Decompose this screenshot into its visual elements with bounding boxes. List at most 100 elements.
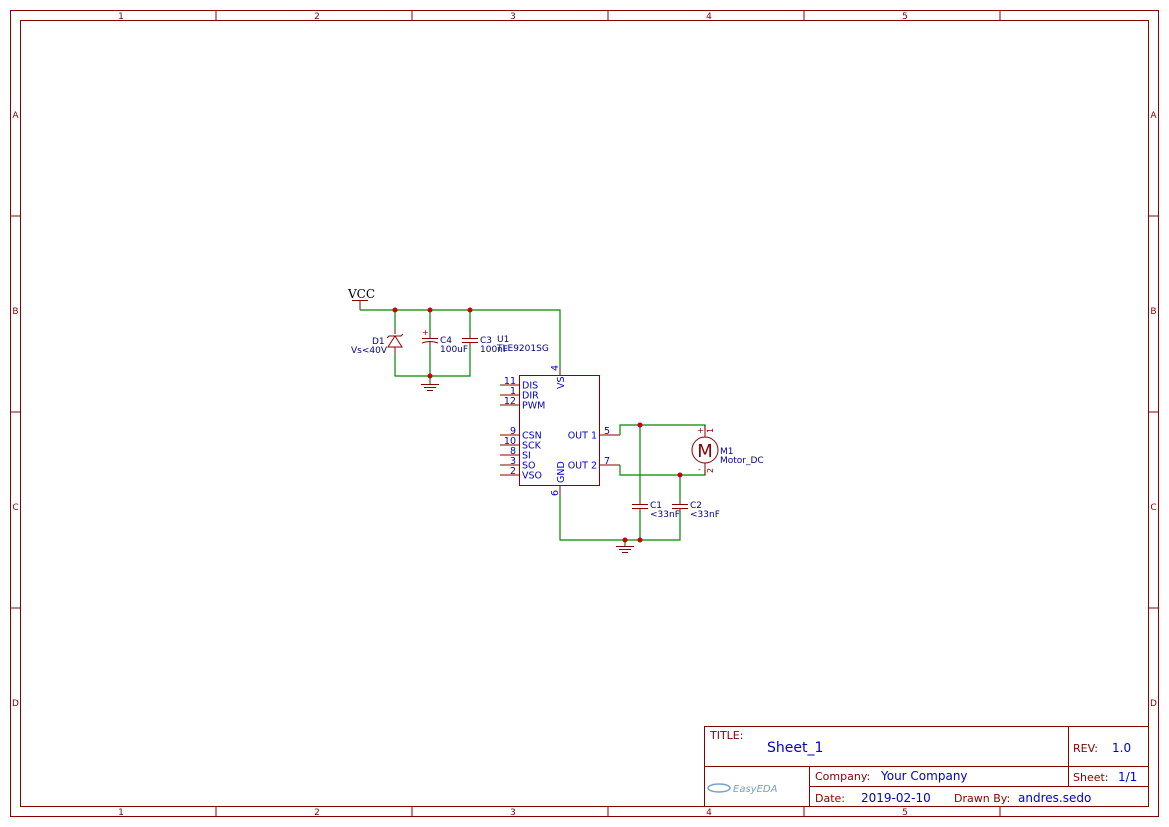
col-label: 3 bbox=[510, 808, 516, 818]
junction-dot bbox=[637, 422, 643, 428]
row-label: C bbox=[1150, 503, 1156, 513]
junction-dot bbox=[677, 472, 683, 478]
u1-pin-num: 3 bbox=[510, 456, 516, 467]
c4-capacitor[interactable]: + C4 100uF bbox=[421, 328, 468, 355]
title-value: Sheet_1 bbox=[767, 740, 823, 756]
vcc-rail-wires bbox=[360, 309, 561, 368]
u1-top-pin: 4 VS bbox=[550, 365, 567, 389]
rev-label: REV: bbox=[1073, 742, 1098, 755]
u1-pin-name: GND bbox=[556, 461, 567, 483]
c3-value: 100nF bbox=[480, 345, 508, 355]
m1-symbol: M bbox=[697, 441, 713, 462]
row-label: D bbox=[12, 699, 19, 709]
drawn-by-label: Drawn By: bbox=[954, 792, 1010, 805]
u1-pin-name: CSN bbox=[522, 431, 542, 442]
c2-capacitor[interactable]: C2 <33nF bbox=[672, 500, 720, 520]
u1-pin-name: VS bbox=[556, 376, 567, 389]
u1-ref: U1 bbox=[497, 335, 509, 345]
u1-pin-num: 1 bbox=[510, 386, 516, 397]
u1-pin-num: 8 bbox=[510, 446, 516, 457]
u1-pin-name: SI bbox=[522, 451, 531, 462]
u1-pin-name: DIR bbox=[522, 391, 539, 402]
u1-pin-name: SCK bbox=[522, 441, 542, 452]
date-value: 2019-02-10 bbox=[861, 791, 931, 805]
col-label: 3 bbox=[510, 12, 516, 22]
u1-bottom-pin: 6 GND bbox=[550, 461, 567, 496]
date-label: Date: bbox=[815, 792, 845, 805]
junction-dot bbox=[637, 537, 643, 543]
outer-border bbox=[10, 10, 1159, 817]
c3-ref: C3 bbox=[480, 336, 492, 346]
easyeda-logo: EasyEDA bbox=[707, 783, 778, 795]
m1-motor[interactable]: M + - 1 2 M1 Motor_DC bbox=[691, 425, 764, 475]
d1-zener-diode[interactable]: D1 Vs<40V bbox=[351, 330, 404, 356]
u1-pin-num: 2 bbox=[510, 466, 516, 477]
c3-capacitor[interactable]: C3 100nF bbox=[462, 334, 508, 355]
company-label: Company: bbox=[815, 770, 870, 783]
c4-ref: C4 bbox=[440, 336, 452, 346]
u1-pin-num: 11 bbox=[504, 376, 516, 387]
u1-pin-num: 12 bbox=[504, 396, 516, 407]
c2-ref: C2 bbox=[690, 501, 702, 511]
junction-dot bbox=[622, 537, 628, 543]
sheet-label: Sheet: bbox=[1073, 771, 1109, 784]
rev-value: 1.0 bbox=[1112, 741, 1131, 755]
u1-pin-name: OUT 1 bbox=[568, 431, 597, 442]
junction-dot bbox=[427, 373, 433, 379]
c1-value: <33nF bbox=[650, 510, 680, 520]
junction-dot bbox=[467, 307, 473, 313]
title-block: TITLE: Sheet_1 REV: 1.0 Company: Your Co… bbox=[704, 726, 1149, 807]
junction-dots bbox=[392, 307, 683, 543]
row-dividers bbox=[10, 215, 1159, 609]
column-labels-top: 1 2 3 4 5 bbox=[118, 12, 908, 22]
ground-symbol-input[interactable] bbox=[421, 384, 439, 391]
u1-pin-num: 6 bbox=[550, 490, 561, 496]
row-label: A bbox=[1150, 111, 1157, 121]
sheet-value: 1/1 bbox=[1118, 770, 1137, 784]
junction-dot bbox=[427, 307, 433, 313]
m1-plus: + bbox=[697, 426, 704, 435]
u1-pin-name: VSO bbox=[522, 471, 542, 482]
u1-pin-name: OUT 2 bbox=[568, 461, 597, 472]
row-labels-left: A B C D bbox=[12, 111, 19, 709]
title-label: TITLE: bbox=[709, 729, 743, 742]
row-label: A bbox=[12, 111, 19, 121]
row-label: D bbox=[1150, 699, 1157, 709]
column-labels-bottom: 1 2 3 4 5 bbox=[118, 808, 908, 818]
u1-pin-num: 7 bbox=[604, 456, 610, 467]
logo-text: EasyEDA bbox=[733, 784, 778, 795]
m1-ref: M1 bbox=[720, 447, 734, 457]
row-labels-right: A B C D bbox=[1150, 111, 1157, 709]
c4-value: 100uF bbox=[440, 345, 468, 355]
junction-dot bbox=[392, 307, 398, 313]
col-label: 1 bbox=[118, 12, 124, 22]
col-label: 2 bbox=[314, 12, 320, 22]
inner-border bbox=[20, 20, 1149, 807]
m1-minus: - bbox=[698, 465, 701, 474]
col-label: 2 bbox=[314, 808, 320, 818]
col-label: 4 bbox=[706, 12, 712, 22]
drawn-by-value: andres.sedo bbox=[1018, 791, 1091, 805]
col-label: 1 bbox=[118, 808, 124, 818]
u1-pin-name: DIS bbox=[522, 381, 538, 392]
col-label: 4 bbox=[706, 808, 712, 818]
d1-value: Vs<40V bbox=[351, 346, 388, 356]
c4-polarity: + bbox=[422, 328, 429, 337]
u1-driver-ic[interactable]: U1 TLE9201SG 11 1 12 9 10 8 3 2 DIS DIR … bbox=[496, 335, 620, 496]
u1-pin-name: PWM bbox=[522, 401, 545, 412]
company-value: Your Company bbox=[880, 769, 968, 783]
c1-capacitor[interactable]: C1 <33nF bbox=[632, 500, 680, 520]
vcc-power-symbol[interactable]: VCC bbox=[347, 287, 375, 310]
row-label: B bbox=[12, 307, 18, 317]
u1-value: TLE9201SG bbox=[496, 344, 549, 354]
u1-left-pins: 11 1 12 9 10 8 3 2 DIS DIR PWM CSN SCK S… bbox=[500, 376, 545, 482]
ground-symbol-output[interactable] bbox=[616, 546, 634, 553]
u1-pin-num: 4 bbox=[550, 365, 561, 371]
u1-pin-num: 10 bbox=[504, 436, 516, 447]
col-label: 5 bbox=[902, 808, 908, 818]
c1-ref: C1 bbox=[650, 501, 662, 511]
row-label: C bbox=[12, 503, 18, 513]
u1-pin-name: SO bbox=[522, 461, 536, 472]
col-label: 5 bbox=[902, 12, 908, 22]
